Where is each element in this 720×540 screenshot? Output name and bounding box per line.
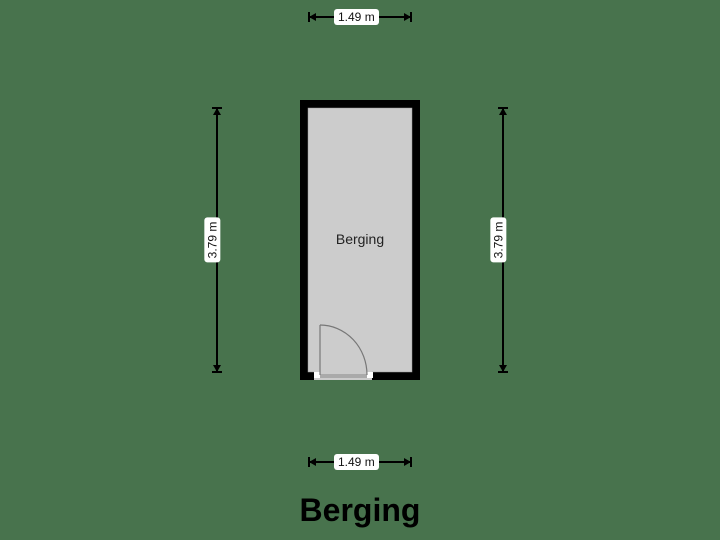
floorplan-title: Berging — [299, 492, 421, 528]
dimension-label-top: 1.49 m — [334, 9, 379, 25]
dimension-label-left: 3.79 m — [204, 217, 221, 263]
dimension-label-right: 3.79 m — [490, 217, 507, 263]
room-label: Berging — [335, 231, 385, 247]
dimension-label-bottom: 1.49 m — [334, 454, 379, 470]
room-floor — [307, 107, 413, 373]
door — [314, 324, 373, 380]
